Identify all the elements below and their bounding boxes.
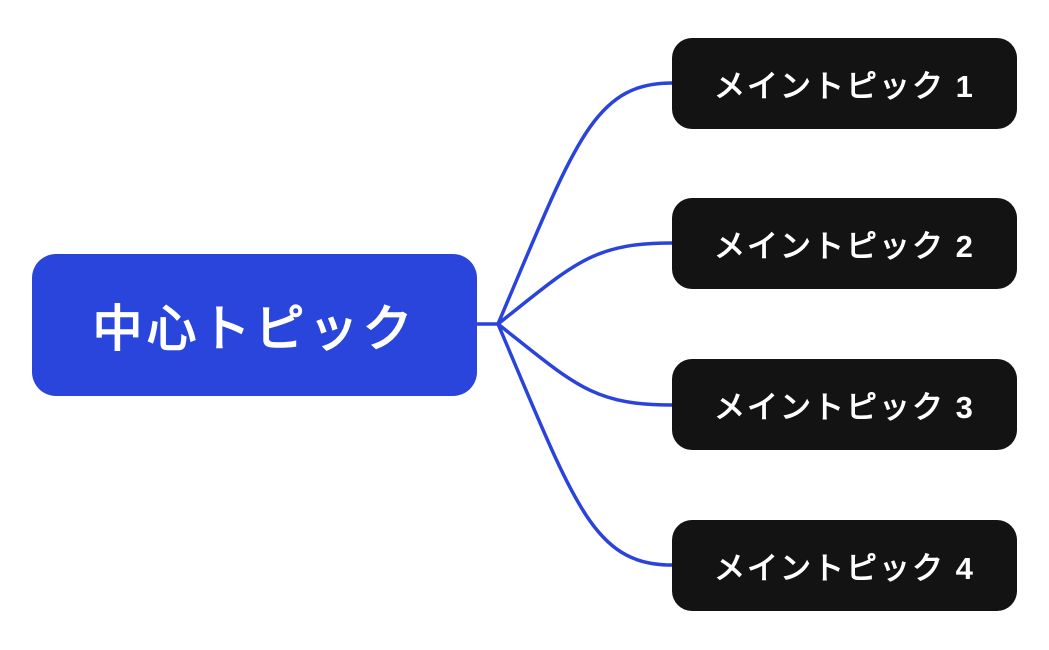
main-topic-node-1[interactable]: メイントピック 1	[672, 38, 1017, 129]
main-topic-label-1: メイントピック 1	[714, 69, 975, 104]
connector-central-to-topic-3	[496, 322, 674, 407]
connector-central-to-topic-2	[496, 241, 674, 326]
main-topic-node-2[interactable]: メイントピック 2	[672, 198, 1017, 289]
main-topic-node-3[interactable]: メイントピック 3	[672, 359, 1017, 450]
connector-central-to-topic-4	[496, 322, 674, 567]
main-topic-label-3: メイントピック 3	[714, 390, 975, 425]
main-topic-label-4: メイントピック 4	[714, 551, 975, 586]
main-topic-node-4[interactable]: メイントピック 4	[672, 520, 1017, 611]
central-topic-node[interactable]: 中心トピック	[32, 254, 477, 396]
main-topic-label-2: メイントピック 2	[714, 229, 975, 264]
connector-central-to-topic-1	[496, 81, 674, 326]
central-topic-label: 中心トピック	[92, 301, 417, 357]
